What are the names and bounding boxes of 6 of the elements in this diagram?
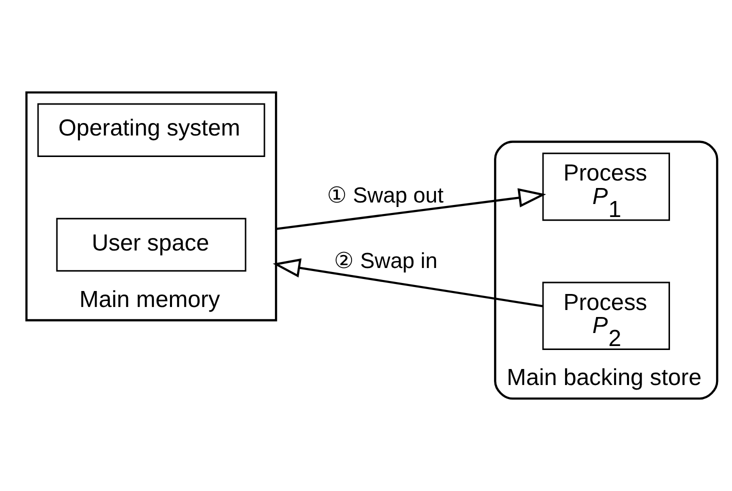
arrow — [276, 188, 546, 230]
node-box: Operating system — [37, 103, 266, 157]
arrow — [272, 258, 544, 308]
edge-label: ① Swap out — [326, 182, 444, 208]
node-box: User space — [56, 218, 246, 272]
edge-label: ② Swap in — [334, 248, 438, 273]
